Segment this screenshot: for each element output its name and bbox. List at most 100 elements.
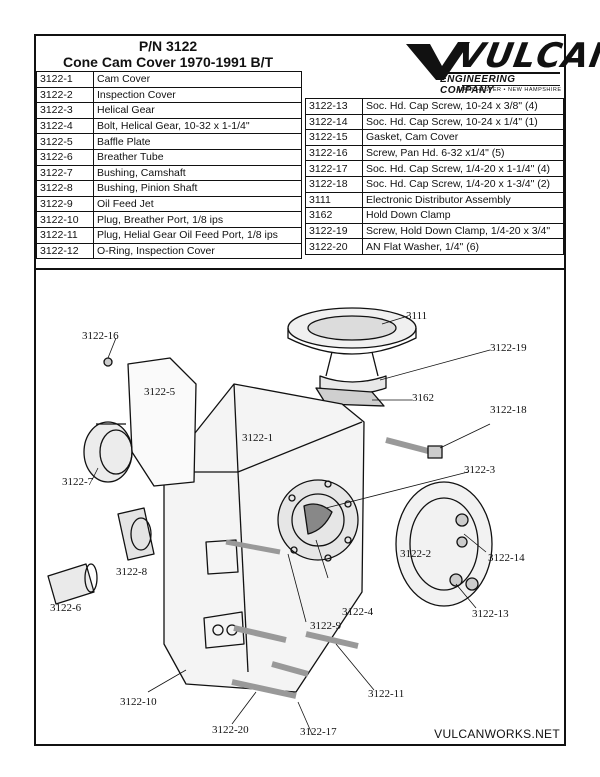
section-divider bbox=[36, 268, 564, 270]
part-number-cell: 3122-13 bbox=[305, 98, 363, 115]
callout-3122-4: 3122-4 bbox=[342, 606, 374, 618]
callout-3122-5: 3122-5 bbox=[144, 386, 176, 398]
part-number-cell: 3111 bbox=[305, 191, 363, 209]
part-number-cell: 3122-4 bbox=[36, 117, 94, 135]
part-number-cell: 3122-12 bbox=[36, 242, 94, 260]
part-number-cell: 3122-11 bbox=[36, 226, 94, 244]
part-number-cell: 3162 bbox=[305, 207, 363, 224]
callout-3122-19: 3122-19 bbox=[490, 342, 527, 354]
callout-3122-10: 3122-10 bbox=[120, 696, 157, 708]
part-number-cell: 3122-1 bbox=[36, 71, 94, 88]
callout-3111: 3111 bbox=[406, 310, 428, 322]
logo-tagline: ENGINEERING COMPANY bbox=[440, 74, 516, 96]
part-description-cell: Bushing, Pinion Shaft bbox=[93, 180, 302, 197]
callout-3122-8: 3122-8 bbox=[116, 566, 148, 578]
part-description-cell: Helical Gear bbox=[93, 102, 302, 119]
part-number-cell: 3122-20 bbox=[305, 238, 363, 255]
exploded-diagram: 3111 3122-16 3122-19 3122-5 3162 3122-18… bbox=[36, 272, 564, 744]
callout-3122-18: 3122-18 bbox=[490, 404, 527, 416]
logo-location: MANCHESTER • NEW HAMPSHIRE bbox=[458, 87, 562, 93]
part-description-cell: Bushing, Camshaft bbox=[93, 164, 302, 182]
part-description-cell: Baffle Plate bbox=[93, 133, 302, 150]
part-description-cell: Screw, Pan Hd. 6-32 x1/4" (5) bbox=[362, 144, 564, 162]
callout-3122-9: 3122-9 bbox=[310, 620, 342, 632]
part-number-cell: 3122-17 bbox=[305, 160, 363, 177]
part-number-cell: 3122-9 bbox=[36, 195, 94, 213]
part-description-cell: Hold Down Clamp bbox=[362, 207, 564, 224]
cam-cover-body bbox=[163, 383, 365, 693]
exploded-view-drawing bbox=[47, 307, 493, 735]
part-description-cell: Oil Feed Jet bbox=[93, 195, 302, 213]
part-description-cell: Soc. Hd. Cap Screw, 10-24 x 1/4" (1) bbox=[362, 113, 564, 131]
part-number: P/N 3122 bbox=[138, 38, 198, 54]
callout-3122-3: 3122-3 bbox=[464, 464, 496, 476]
part-description-cell: Soc. Hd. Cap Screw, 1/4-20 x 1-3/4" (2) bbox=[362, 175, 564, 193]
part-description-cell: Cam Cover bbox=[93, 71, 302, 88]
distributor-cap bbox=[287, 307, 417, 395]
page-frame bbox=[34, 34, 566, 746]
document-title: P/N 3122 Cone Cam Cover 1970-1991 B/T bbox=[36, 38, 300, 70]
part-description-cell: Inspection Cover bbox=[93, 86, 302, 104]
callout-3122-7: 3122-7 bbox=[62, 476, 94, 488]
part-description-cell: Soc. Hd. Cap Screw, 1/4-20 x 1-1/4" (4) bbox=[362, 160, 564, 177]
logo-swoosh-icon bbox=[406, 42, 560, 86]
part-number-cell: 3122-14 bbox=[305, 113, 363, 131]
part-number-cell: 3122-16 bbox=[305, 144, 363, 162]
callout-3122-20: 3122-20 bbox=[212, 724, 249, 736]
part-number-cell: 3122-19 bbox=[305, 222, 363, 240]
callout-3122-17: 3122-17 bbox=[300, 726, 337, 738]
part-number-cell: 3122-18 bbox=[305, 175, 363, 193]
part-description-cell: Screw, Hold Down Clamp, 1/4-20 x 3/4" bbox=[362, 222, 564, 240]
website-link[interactable]: VULCANWORKS.NET bbox=[434, 727, 560, 741]
part-description-cell: AN Flat Washer, 1/4" (6) bbox=[362, 238, 564, 255]
product-name: Cone Cam Cover 1970-1991 B/T bbox=[62, 54, 274, 70]
callout-3122-14: 3122-14 bbox=[488, 552, 525, 564]
part-number-cell: 3122-8 bbox=[36, 180, 94, 197]
part-number-cell: 3122-5 bbox=[36, 133, 94, 150]
part-description-cell: Electronic Distributor Assembly bbox=[362, 191, 564, 209]
part-number-cell: 3122-6 bbox=[36, 148, 94, 166]
callout-3122-13: 3122-13 bbox=[472, 608, 509, 620]
part-description-cell: O-Ring, Inspection Cover bbox=[93, 242, 302, 260]
part-description-cell: Breather Tube bbox=[93, 148, 302, 166]
callout-3162: 3162 bbox=[412, 392, 434, 404]
part-description-cell: Plug, Breather Port, 1/8 ips bbox=[93, 211, 302, 228]
part-description-cell: Plug, Helial Gear Oil Feed Port, 1/8 ips bbox=[93, 226, 302, 244]
callout-3122-11: 3122-11 bbox=[368, 688, 405, 700]
part-number-cell: 3122-3 bbox=[36, 102, 94, 119]
part-description-cell: Gasket, Cam Cover bbox=[362, 129, 564, 146]
part-number-cell: 3122-7 bbox=[36, 164, 94, 182]
part-description-cell: Bolt, Helical Gear, 10-32 x 1-1/4" bbox=[93, 117, 302, 135]
callout-3122-6: 3122-6 bbox=[50, 602, 82, 614]
callout-3122-2: 3122-2 bbox=[400, 548, 432, 560]
part-description-cell: Soc. Hd. Cap Screw, 10-24 x 3/8" (4) bbox=[362, 98, 564, 115]
part-number-cell: 3122-15 bbox=[305, 129, 363, 146]
callout-3122-16: 3122-16 bbox=[82, 330, 119, 342]
part-number-cell: 3122-10 bbox=[36, 211, 94, 228]
callout-3122-1: 3122-1 bbox=[242, 432, 274, 444]
logo-word: VULCAN bbox=[454, 36, 600, 76]
